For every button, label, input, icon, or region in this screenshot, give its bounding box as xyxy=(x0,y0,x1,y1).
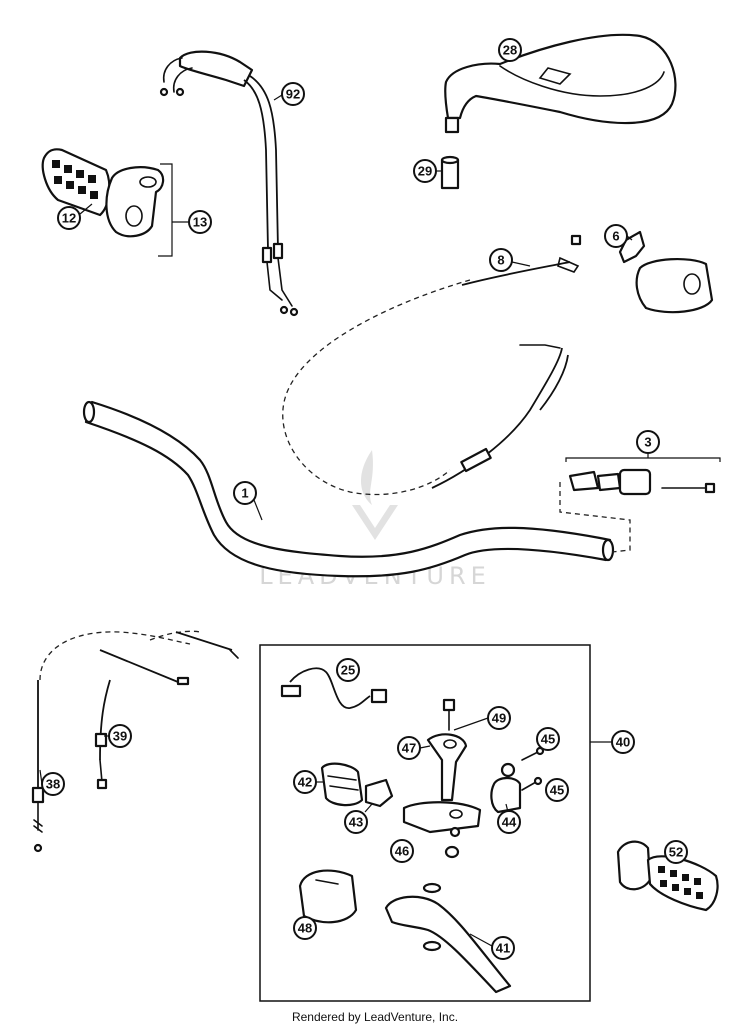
callout-1: 1 xyxy=(233,481,263,521)
svg-text:13: 13 xyxy=(193,215,207,230)
part-42 xyxy=(320,762,364,807)
callout-48: 48 xyxy=(293,916,317,940)
svg-text:92: 92 xyxy=(286,87,300,102)
mirror-28 xyxy=(444,33,677,134)
svg-text:47: 47 xyxy=(402,741,416,756)
svg-text:28: 28 xyxy=(503,43,517,58)
callout-29: 29 xyxy=(413,159,442,183)
adjuster-43 xyxy=(364,778,394,808)
callout-45-upper: 45 xyxy=(536,727,560,751)
svg-text:44: 44 xyxy=(502,815,517,830)
clutch-cable-8 xyxy=(431,234,582,489)
cable-39 xyxy=(94,630,239,790)
clutch-assembly-40 xyxy=(259,644,612,1002)
callout-52: 52 xyxy=(664,840,688,864)
svg-text:6: 6 xyxy=(612,229,619,244)
callout-47: 47 xyxy=(397,736,431,760)
svg-text:25: 25 xyxy=(341,663,355,678)
svg-text:29: 29 xyxy=(418,164,432,179)
callout-13: 13 xyxy=(172,210,212,234)
svg-text:43: 43 xyxy=(349,815,363,830)
callout-41: 41 xyxy=(469,933,515,960)
svg-text:38: 38 xyxy=(46,777,60,792)
callout-25: 25 xyxy=(336,658,360,682)
callout-3: 3 xyxy=(636,430,660,454)
svg-text:41: 41 xyxy=(496,941,510,956)
cover-48 xyxy=(298,869,358,924)
svg-text:40: 40 xyxy=(616,735,630,750)
lever-41 xyxy=(384,882,512,994)
svg-text:45: 45 xyxy=(550,783,564,798)
callout-8: 8 xyxy=(489,248,531,272)
svg-text:39: 39 xyxy=(113,729,127,744)
callout-49: 49 xyxy=(453,706,511,731)
callout-44: 44 xyxy=(497,803,521,834)
svg-text:42: 42 xyxy=(298,775,312,790)
svg-text:52: 52 xyxy=(669,845,683,860)
callout-38: 38 xyxy=(39,769,65,796)
callout-39: 39 xyxy=(104,724,132,748)
svg-text:45: 45 xyxy=(541,732,555,747)
part-47 xyxy=(426,733,468,802)
callout-42: 42 xyxy=(293,770,324,794)
throttle-cables-92 xyxy=(159,50,299,317)
sensor-25 xyxy=(280,667,388,709)
svg-text:1: 1 xyxy=(241,486,248,501)
callout-12: 12 xyxy=(57,203,93,230)
switch-6 xyxy=(618,230,714,314)
svg-text:3: 3 xyxy=(644,435,651,450)
mirror-adapter-29 xyxy=(440,155,460,190)
svg-text:46: 46 xyxy=(395,844,409,859)
callout-6: 6 xyxy=(604,224,633,248)
callout-92: 92 xyxy=(273,82,305,106)
svg-text:48: 48 xyxy=(298,921,312,936)
screw-49 xyxy=(442,698,456,731)
svg-text:49: 49 xyxy=(492,711,506,726)
throttle-housing-13 xyxy=(105,163,173,257)
bar-end-kit-3 xyxy=(559,452,721,553)
callout-46: 46 xyxy=(390,839,414,863)
handlebar xyxy=(82,400,615,578)
bracket-46 xyxy=(402,801,482,859)
callouts: 1 3 6 8 12 13 25 28 29 38 39 40 41 42 43… xyxy=(39,38,688,960)
clamp-44 xyxy=(490,762,522,814)
screws-45 xyxy=(521,746,545,791)
callout-43: 43 xyxy=(344,803,373,834)
clutch-cable-route xyxy=(282,279,471,496)
svg-text:8: 8 xyxy=(497,253,504,268)
footer-credit: Rendered by LeadVenture, Inc. xyxy=(291,1010,459,1024)
callout-45-lower: 45 xyxy=(545,778,569,802)
callout-40: 40 xyxy=(611,730,635,754)
throttle-grip-12 xyxy=(41,148,111,217)
cable-38 xyxy=(31,631,191,853)
callout-28: 28 xyxy=(498,38,522,62)
svg-text:12: 12 xyxy=(62,211,76,226)
